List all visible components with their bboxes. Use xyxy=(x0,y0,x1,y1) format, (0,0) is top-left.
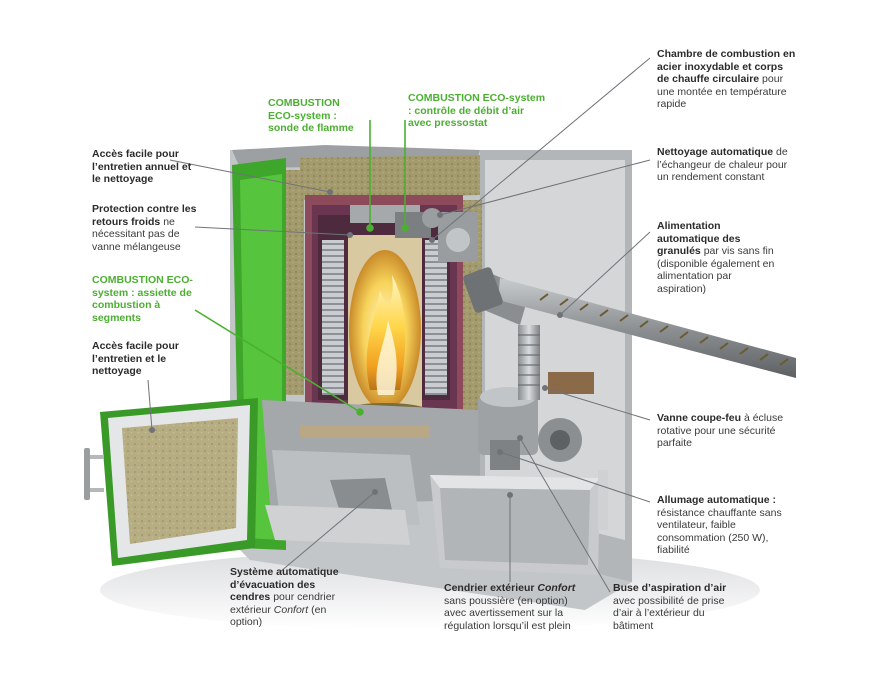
leader-nettoyage-auto xyxy=(439,159,651,216)
label-evacuation-desc-italic: Confort xyxy=(273,603,309,616)
leader-assiette xyxy=(194,309,361,413)
label-buse-desc: avec possibilité de prise d’air à l’exté… xyxy=(613,594,725,632)
label-evacuation-desc-2: (en option) xyxy=(230,603,327,629)
leader-alimentation xyxy=(559,231,651,316)
label-buse: Buse d’aspiration d’air avec possibilité… xyxy=(613,582,743,632)
label-nettoyage-auto-desc: de l’échangeur de chaleur pour un rendem… xyxy=(657,146,788,184)
leader-chambre xyxy=(431,57,651,241)
label-protection: Protection contre les retours froids ne … xyxy=(92,203,200,253)
leader-protection xyxy=(194,226,351,236)
label-sonde-title: COMBUSTION ECO-system : sonde de flamme xyxy=(268,97,354,135)
leader-acces-nettoyage xyxy=(147,379,153,431)
label-nettoyage-auto-title: Nettoyage automatique xyxy=(657,146,774,158)
label-evacuation: Système automatique d’évacuation des cen… xyxy=(230,566,348,629)
label-protection-title: Protection contre les retours froids xyxy=(92,203,197,228)
label-acces-nettoyage: Accès facile pour l’entretien et le nett… xyxy=(92,340,192,378)
label-controle-title: COMBUSTION ECO-system : contrôle de débi… xyxy=(408,92,546,130)
label-sonde: COMBUSTION ECO-system : sonde de flamme xyxy=(268,97,364,135)
label-cendrier-title-italic: Confort xyxy=(537,582,576,594)
label-assiette: COMBUSTION ECO-system : assiette de comb… xyxy=(92,274,202,324)
label-acces-nettoyage-title: Accès facile pour l’entretien et le nett… xyxy=(92,340,179,378)
label-buse-title: Buse d’aspiration d’air xyxy=(613,582,727,594)
label-acces-annuel-title: Accès facile pour l’entretien annuel et … xyxy=(92,148,192,186)
leader-vanne xyxy=(544,387,651,421)
label-vanne: Vanne coupe-feu à écluse rotative pour u… xyxy=(657,412,787,450)
leader-evacuation xyxy=(279,491,376,573)
label-alimentation-desc: par vis sans fin (disponible également e… xyxy=(657,245,775,295)
label-evacuation-desc-1: pour cendrier extérieur xyxy=(230,591,336,616)
leader-allumage xyxy=(499,451,651,503)
label-allumage: Allumage automatique : résistance chauff… xyxy=(657,494,787,557)
label-chambre-title: Chambre de combustion en acier inoxydabl… xyxy=(657,48,796,86)
leader-acces-annuel xyxy=(169,159,331,193)
label-chambre-desc: pour une montée en température rapide xyxy=(657,73,787,111)
label-cendrier: Cendrier extérieur Confort sans poussièr… xyxy=(444,582,584,632)
label-controle: COMBUSTION ECO-system : contrôle de débi… xyxy=(408,92,548,130)
label-cendrier-desc: sans poussière (en option) avec avertiss… xyxy=(444,594,571,632)
label-acces-annuel: Accès facile pour l’entretien annuel et … xyxy=(92,148,196,186)
label-cendrier-title: Cendrier extérieur xyxy=(444,582,535,594)
label-nettoyage-auto: Nettoyage automatique de l’échangeur de … xyxy=(657,146,797,184)
label-chambre: Chambre de combustion en acier inoxydabl… xyxy=(657,48,797,111)
label-assiette-title: COMBUSTION ECO-system : assiette de comb… xyxy=(92,274,193,324)
label-alimentation-title: Alimentation automatique des granulés xyxy=(657,220,741,258)
label-alimentation: Alimentation automatique des granulés pa… xyxy=(657,220,777,296)
leader-buse xyxy=(519,437,611,593)
label-evacuation-title: Système automatique d’évacuation des cen… xyxy=(230,566,339,604)
label-allumage-title: Allumage automatique : xyxy=(657,494,777,506)
label-vanne-title: Vanne coupe-feu xyxy=(657,412,742,424)
label-allumage-desc: résistance chauffante sans ventilateur, … xyxy=(657,506,782,557)
label-vanne-desc: à écluse rotative pour une sécurité parf… xyxy=(657,412,784,450)
label-protection-desc: ne nécessitant pas de vanne mélangeuse xyxy=(92,215,181,253)
